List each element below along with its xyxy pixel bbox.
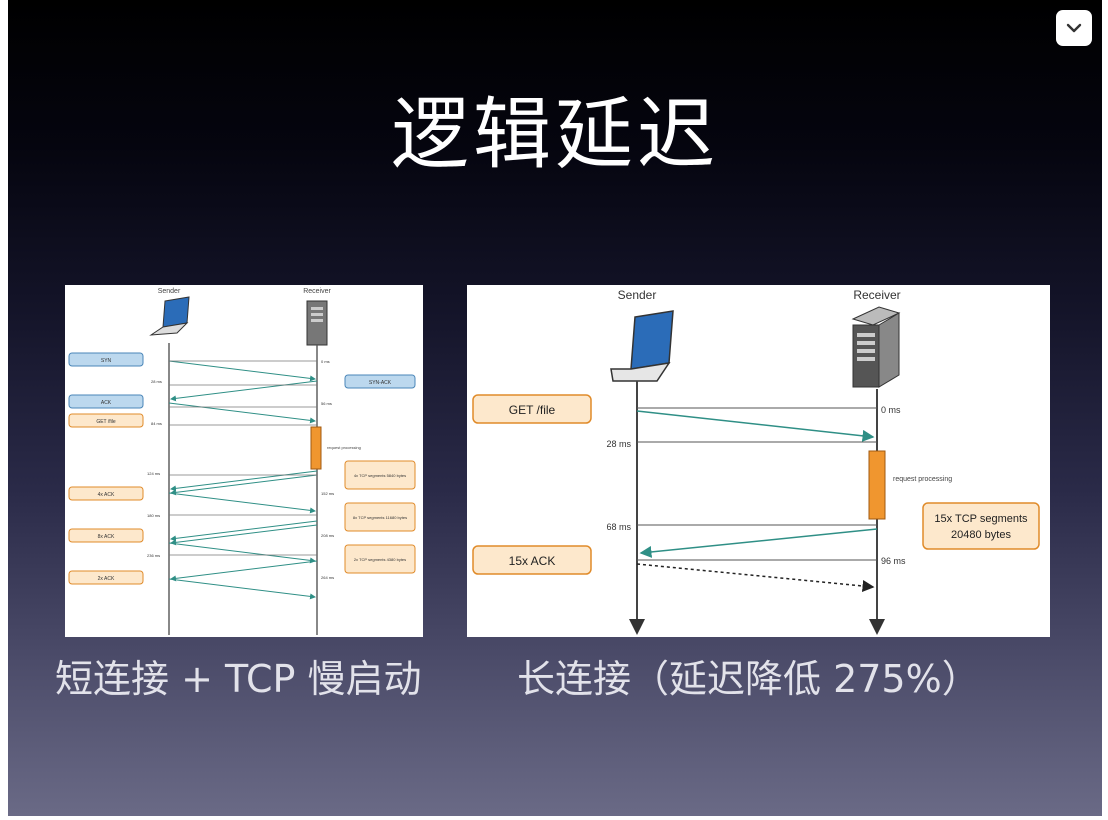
left-box-2x-ack: 2x ACK — [98, 576, 115, 582]
server-icon — [851, 306, 901, 388]
left-box-ack: ACK — [101, 400, 112, 406]
left-box-synack: SYN-ACK — [369, 380, 392, 386]
left-time-180: 180 ms — [147, 513, 160, 518]
left-box-4x-seg: 4x TCP segments 5840 bytes — [354, 473, 406, 478]
right-processing-label: request processing — [893, 476, 952, 483]
slide-title: 逻辑延迟 — [390, 90, 719, 180]
chevron-down-icon — [1066, 23, 1082, 33]
caption-keepalive-connection: 长连接（延迟降低 275%） — [517, 657, 980, 701]
left-box-syn: SYN — [101, 358, 112, 364]
left-box-2x-seg: 2x TCP segments 4380 bytes — [354, 557, 406, 562]
short-connection-diagram: Sender Receiver — [65, 285, 423, 637]
right-time-28: 28 ms — [606, 439, 631, 449]
left-time-208: 208 ms — [321, 533, 334, 538]
left-time-84: 84 ms — [151, 421, 162, 426]
keepalive-connection-diagram: Sender Receiver — [467, 285, 1050, 637]
laptop-icon — [610, 310, 674, 382]
left-time-152: 152 ms — [321, 491, 334, 496]
right-time-68: 68 ms — [606, 522, 631, 532]
caption-short-connection: 短连接 + TCP 慢启动 — [55, 657, 422, 701]
left-box-get: GET /file — [96, 419, 116, 425]
slide: 逻辑延迟 Sender Receiver — [8, 0, 1102, 816]
right-time-96: 96 ms — [881, 556, 906, 566]
left-time-56: 56 ms — [321, 401, 332, 406]
laptop-icon — [149, 296, 190, 336]
left-box-8x-seg: 8x TCP segments 11680 bytes — [353, 515, 407, 520]
left-processing-label: request processing — [327, 445, 361, 450]
left-box-4x-ack: 4x ACK — [98, 492, 115, 498]
left-time-124: 124 ms — [147, 471, 160, 476]
right-get-label: GET /file — [509, 403, 556, 417]
right-sender-label: Sender — [618, 288, 657, 302]
left-time-236: 236 ms — [147, 553, 160, 558]
left-time-28: 28 ms — [151, 379, 162, 384]
collapse-button[interactable] — [1056, 10, 1092, 46]
right-receiver-label: Receiver — [853, 288, 900, 302]
left-time-264: 264 ms — [321, 575, 334, 580]
left-receiver-label: Receiver — [303, 288, 331, 295]
left-time-0: 0 ms — [321, 359, 330, 364]
right-time-0: 0 ms — [881, 405, 901, 415]
right-segments-label-1: 15x TCP segments — [934, 513, 1028, 525]
right-segments-label-2: 20480 bytes — [951, 529, 1011, 541]
left-box-8x-ack: 8x ACK — [98, 534, 115, 540]
server-icon — [306, 300, 328, 346]
right-ack-label: 15x ACK — [509, 554, 556, 568]
left-sender-label: Sender — [158, 288, 181, 295]
